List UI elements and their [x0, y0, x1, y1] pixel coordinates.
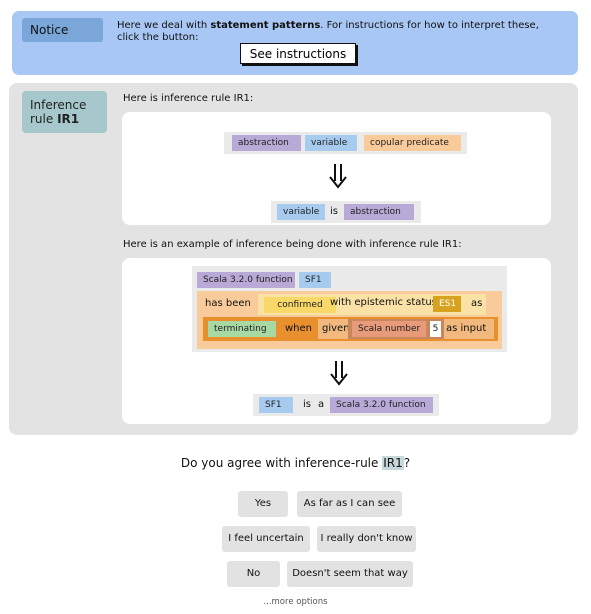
- conclusion-is-word: is: [303, 399, 311, 410]
- see-instructions-button[interactable]: See instructions: [240, 43, 356, 64]
- question-text: Do you agree with inference-rule: [180, 456, 383, 470]
- premise-copular-predicate: copular predicate: [364, 135, 461, 151]
- conclusion-sf1: SF1: [259, 397, 293, 413]
- terminating-chip: terminating: [208, 321, 276, 337]
- given-label: given: [322, 323, 350, 334]
- notice-text-start: Here we deal with: [117, 20, 211, 31]
- confirmed-chip: confirmed: [264, 297, 336, 313]
- as-label: as: [471, 298, 483, 309]
- scala-number-chip: Scala number: [352, 321, 426, 337]
- conclusion-scala-function: Scala 3.2.0 function: [330, 397, 433, 413]
- notice-tag: Notice: [22, 18, 103, 42]
- conclusion-abstraction: abstraction: [344, 204, 414, 220]
- question-rule-id: IR1: [382, 456, 404, 470]
- notice-panel: Notice Here we deal with statement patte…: [12, 11, 578, 75]
- conclusion-a-word: a: [318, 399, 325, 410]
- example-subject-type: Scala 3.2.0 function: [197, 272, 295, 288]
- rule-card: abstraction variable copular predicate v…: [122, 112, 551, 225]
- rule-tag-line1: Inference: [30, 98, 87, 112]
- answer-no-button[interactable]: No: [227, 561, 280, 587]
- example-subject-name: SF1: [299, 272, 331, 288]
- rule-tag-prefix: rule: [30, 112, 58, 126]
- rule-intro: Here is inference rule IR1:: [123, 93, 254, 104]
- epistemic-status-label: with epistemic status: [330, 297, 437, 308]
- answer-as-far-as-i-can-see-button[interactable]: As far as I can see: [297, 491, 402, 517]
- rule-tag: Inference rule IR1: [22, 91, 107, 133]
- example-intro: Here is an example of inference being do…: [123, 239, 462, 250]
- answer-i-really-dont-know-button[interactable]: I really don't know: [317, 526, 416, 552]
- notice-text-bold: statement patterns: [210, 20, 321, 31]
- rule-tag-id: IR1: [57, 112, 80, 126]
- answer-yes-button[interactable]: Yes: [238, 491, 288, 517]
- answer-doesnt-seem-that-way-button[interactable]: Doesn't seem that way: [287, 561, 413, 587]
- as-input-label: as input: [446, 323, 487, 334]
- conclusion-is: is: [330, 206, 338, 217]
- more-options-link[interactable]: ...more options: [263, 597, 328, 607]
- conclusion-variable: variable: [277, 204, 325, 220]
- notice-text-end: . For instructions for how to interpret …: [117, 20, 539, 43]
- agreement-question: Do you agree with inference-rule IR1?: [0, 456, 591, 470]
- has-been-label: has been: [205, 298, 251, 309]
- premise-variable: variable: [305, 135, 357, 151]
- example-card: Scala 3.2.0 function SF1 has been confir…: [122, 258, 551, 424]
- when-label: when: [285, 323, 313, 334]
- implies-arrow-icon: [329, 164, 347, 189]
- question-mark: ?: [403, 456, 411, 470]
- rule-panel: Inference rule IR1 Here is inference rul…: [9, 83, 578, 435]
- premise-abstraction: abstraction: [232, 135, 301, 151]
- number-chip: 5: [430, 321, 441, 337]
- answer-i-feel-uncertain-button[interactable]: I feel uncertain: [222, 526, 310, 552]
- implies-arrow-icon: [330, 361, 348, 386]
- status-chip: ES1: [433, 296, 461, 312]
- notice-text: Here we deal with statement patterns. Fo…: [117, 20, 557, 44]
